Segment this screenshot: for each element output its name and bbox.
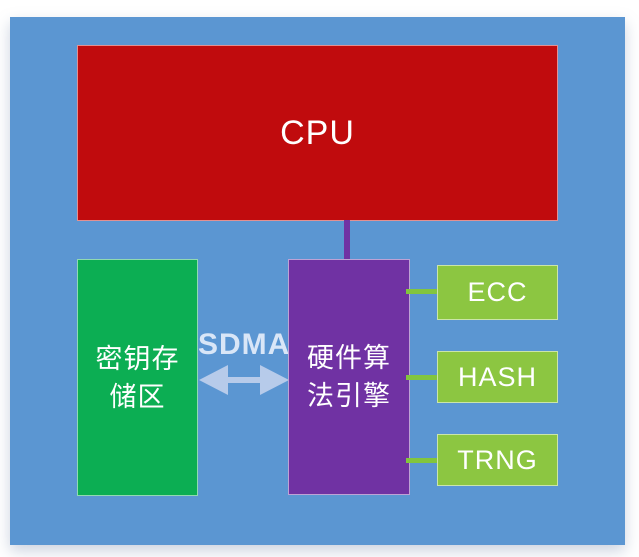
cpu-block: CPU: [77, 45, 558, 221]
trng-label: TRNG: [457, 444, 538, 475]
engine-block: 硬件算 法引擎: [288, 259, 410, 495]
engine-hash-connector: [406, 375, 437, 380]
hash-block: HASH: [437, 351, 558, 403]
key-storage-block: 密钥存 储区: [77, 259, 198, 496]
ecc-label: ECC: [467, 277, 528, 307]
arrow-shaft: [226, 377, 262, 383]
engine-label-line1: 硬件算: [307, 343, 391, 373]
trng-block: TRNG: [437, 434, 558, 486]
engine-label-line2: 法引擎: [307, 381, 391, 411]
arrow-left-head: [199, 365, 228, 395]
arrow-right-head: [260, 365, 289, 395]
cpu-engine-connector: [344, 220, 350, 260]
cpu-label: CPU: [280, 113, 355, 152]
key-storage-label: 密钥存 储区: [96, 340, 180, 416]
key-storage-label-line1: 密钥存: [95, 343, 180, 374]
hash-label: HASH: [457, 361, 537, 392]
key-storage-label-line2: 储区: [109, 381, 166, 412]
engine-label: 硬件算 法引擎: [307, 339, 391, 415]
sdma-label: SDMA: [198, 328, 291, 361]
engine-trng-connector: [406, 458, 437, 463]
sdma-double-arrow-icon: [199, 365, 289, 395]
ecc-block: ECC: [437, 265, 558, 320]
engine-ecc-connector: [406, 289, 437, 294]
